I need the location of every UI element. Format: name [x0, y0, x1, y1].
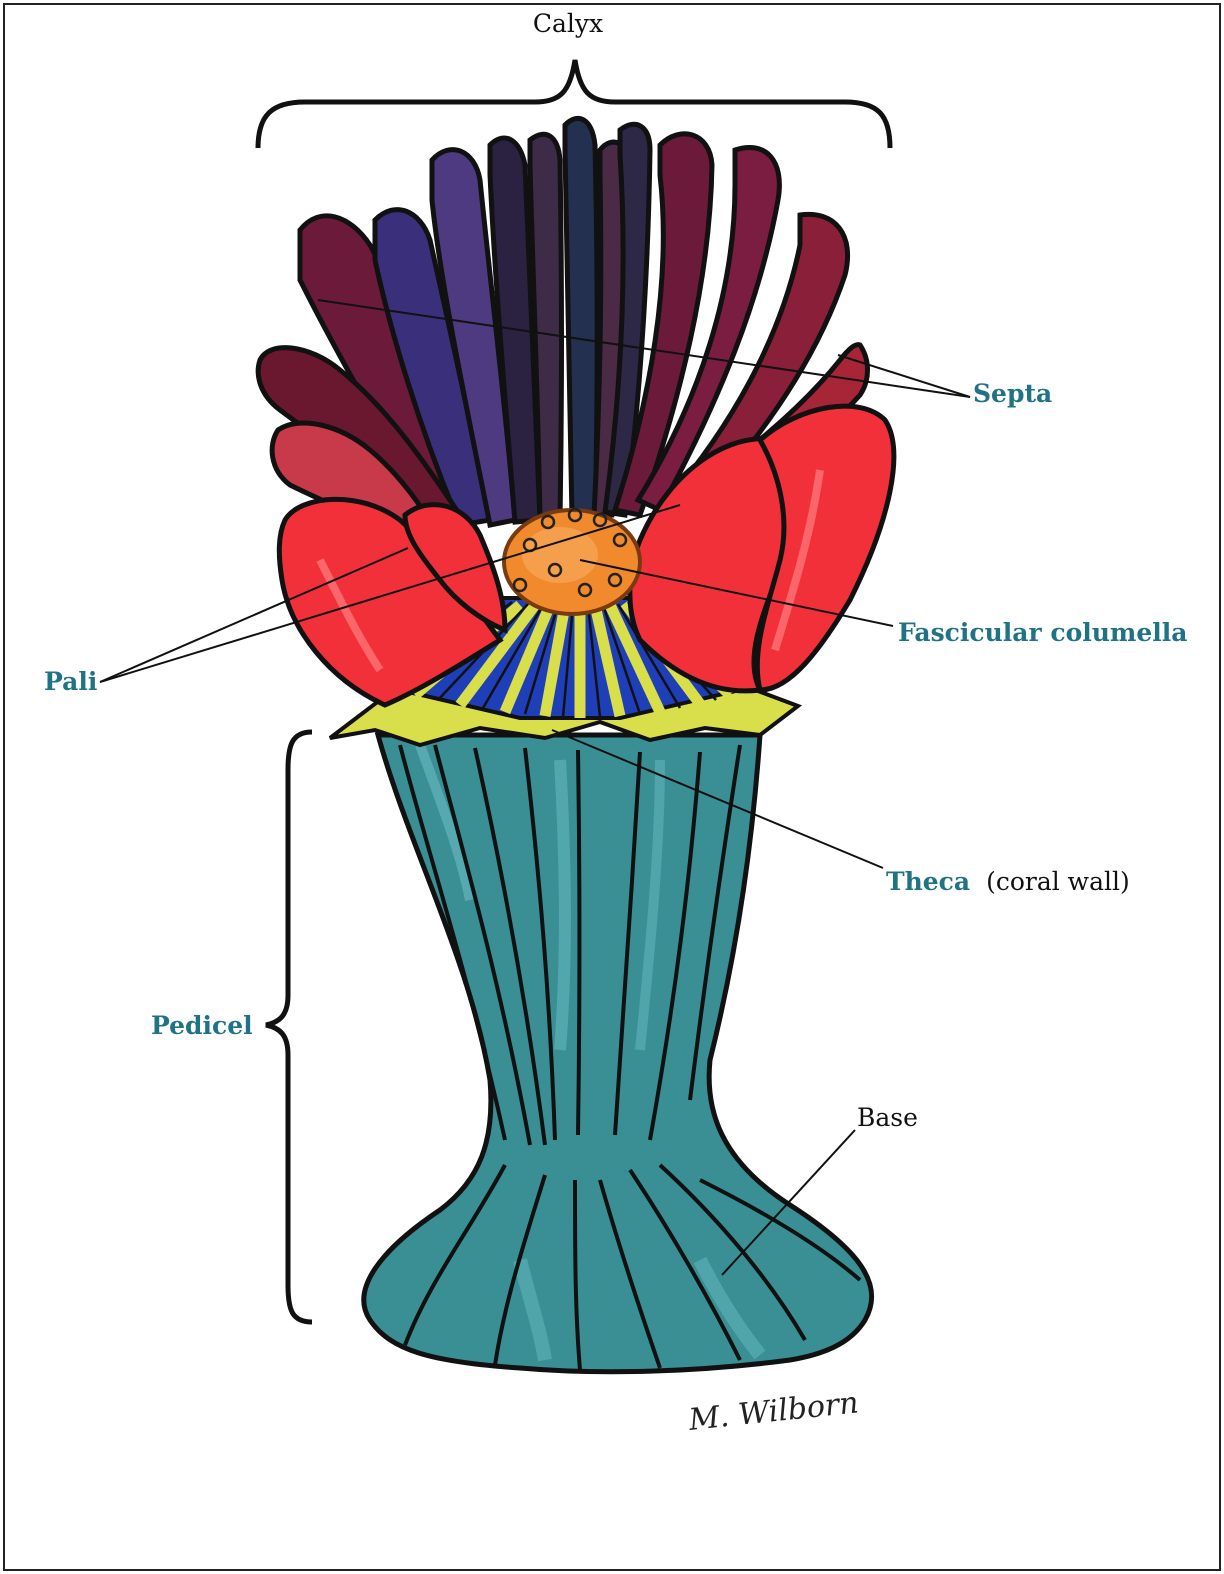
theca-label-term: Theca	[886, 867, 970, 896]
calyx-label: Calyx	[533, 9, 603, 38]
fascicular-columella-label: Fascicular columella	[898, 618, 1187, 647]
theca-label: Theca (coral wall)	[886, 867, 1130, 896]
theca-label-note: (coral wall)	[986, 867, 1130, 896]
pali-label: Pali	[44, 667, 97, 696]
columella-illustration	[504, 509, 640, 614]
septa-label: Septa	[973, 379, 1052, 408]
pedicel-label: Pedicel	[151, 1011, 253, 1040]
base-label: Base	[857, 1103, 918, 1132]
